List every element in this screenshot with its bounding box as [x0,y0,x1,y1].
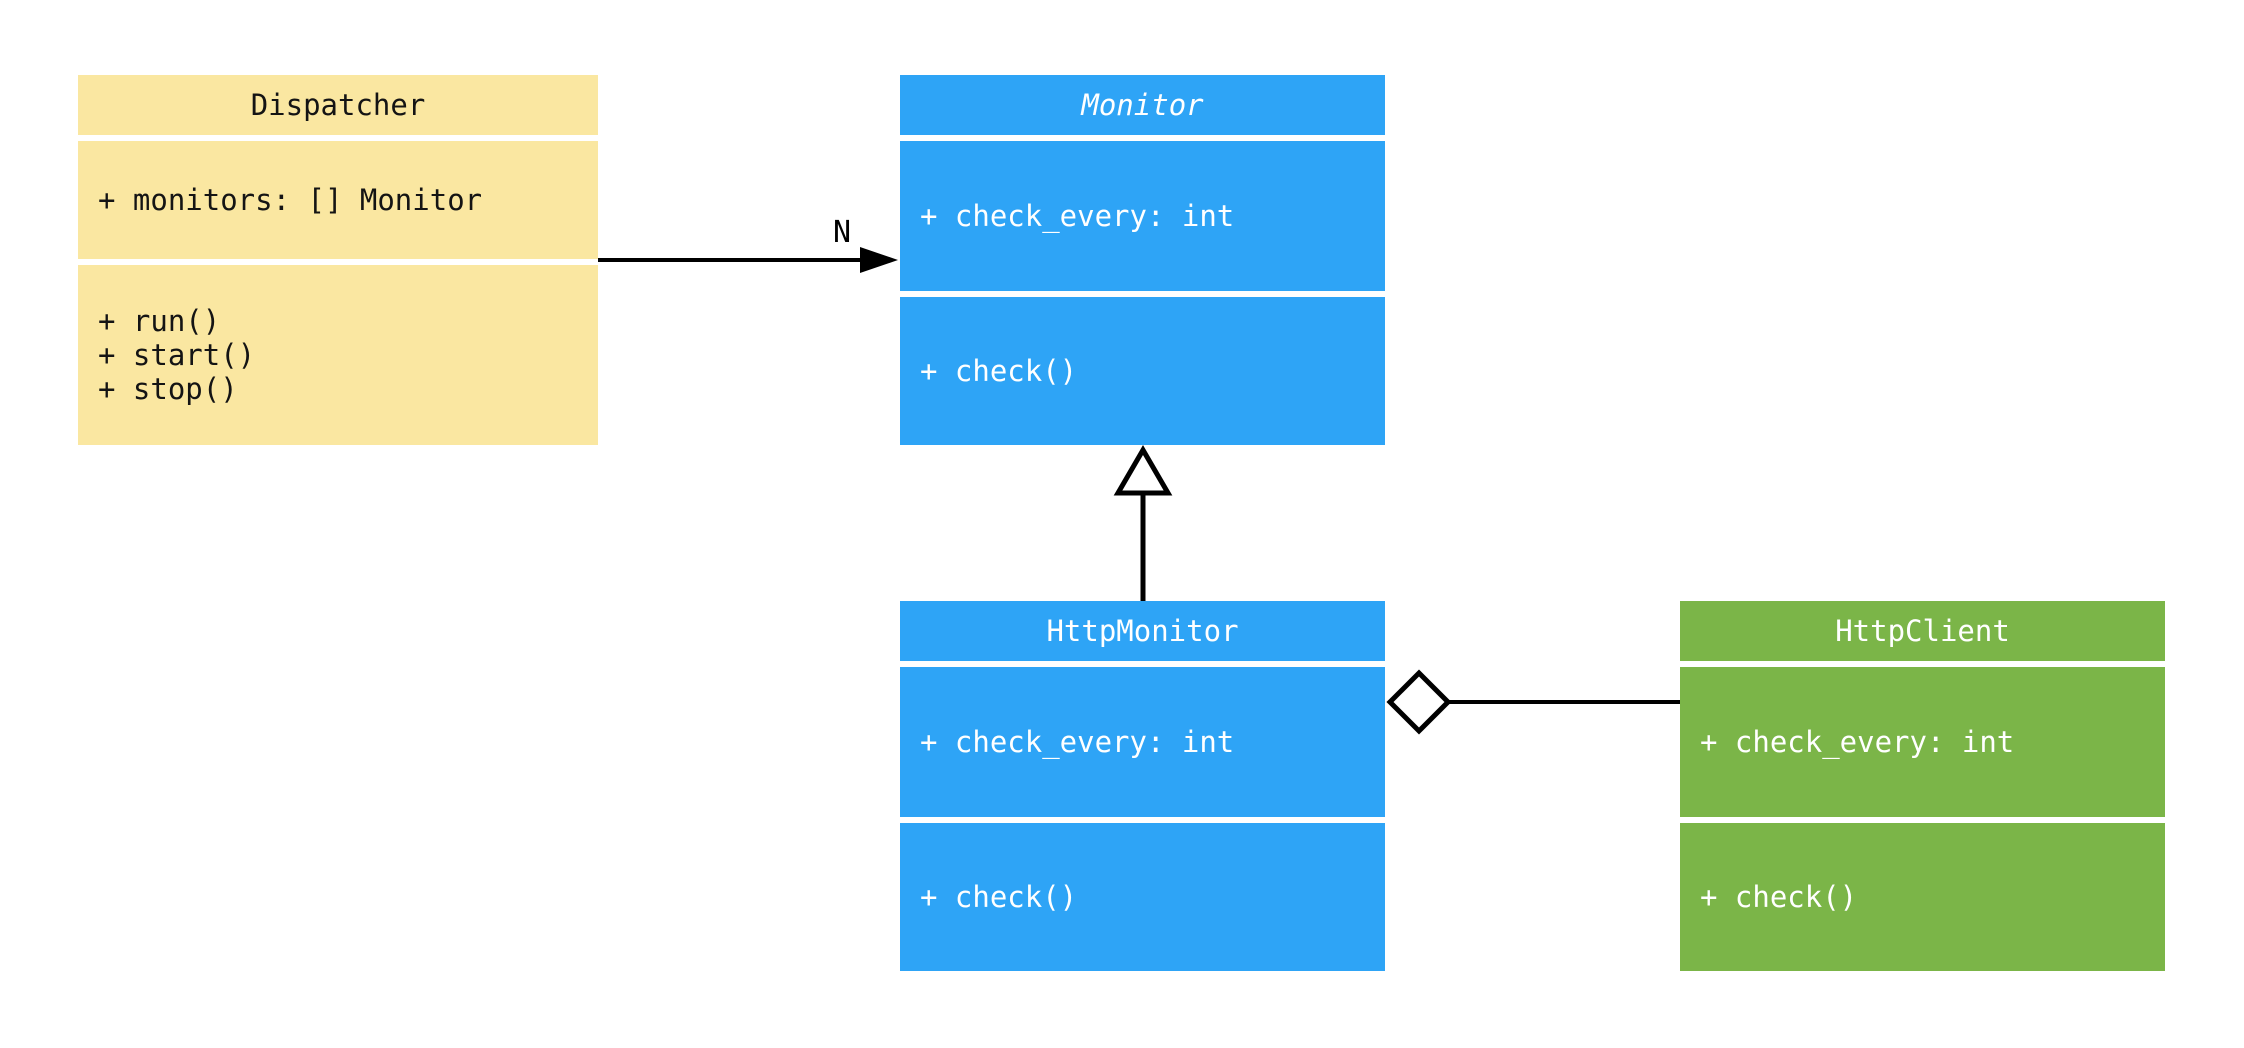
attributes-section: + monitors: [] Monitor [78,141,598,259]
attribute-line: + check_every: int [920,725,1235,759]
method-line: + check() [920,880,1078,914]
method-line: + run() [98,304,221,338]
methods-section: + check() [900,823,1385,971]
methods-section: + run() + start() + stop() [78,265,598,445]
methods-section: + check() [1680,823,2165,971]
relation-inheritance-httpmonitor-monitor [1113,445,1173,601]
class-title: Monitor [900,75,1385,135]
class-httpmonitor: HttpMonitor + check_every: int + check() [900,601,1385,971]
method-line: + stop() [98,372,238,406]
association-multiplicity-label: N [833,215,851,250]
method-line: + check() [920,354,1078,388]
attributes-section: + check_every: int [900,141,1385,291]
aggregation-diamond-icon [1386,669,1452,735]
attributes-section: + check_every: int [1680,667,2165,817]
class-httpclient: HttpClient + check_every: int + check() [1680,601,2165,971]
class-title: Dispatcher [78,75,598,135]
method-line: + start() [98,338,256,372]
class-monitor: Monitor + check_every: int + check() [900,75,1385,445]
relation-aggregation-httpmonitor-httpclient [1386,669,1681,735]
attribute-line: + check_every: int [1700,725,2015,759]
method-line: + check() [1700,880,1858,914]
class-dispatcher: Dispatcher + monitors: [] Monitor + run(… [78,75,598,445]
relation-association-dispatcher-monitor: N [598,215,898,273]
methods-section: + check() [900,297,1385,445]
class-title: HttpMonitor [900,601,1385,661]
attributes-section: + check_every: int [900,667,1385,817]
attribute-line: + monitors: [] Monitor [98,183,483,217]
attribute-line: + check_every: int [920,199,1235,233]
association-arrowhead-icon [860,247,898,273]
class-title: HttpClient [1680,601,2165,661]
inheritance-triangle-icon [1113,445,1173,496]
